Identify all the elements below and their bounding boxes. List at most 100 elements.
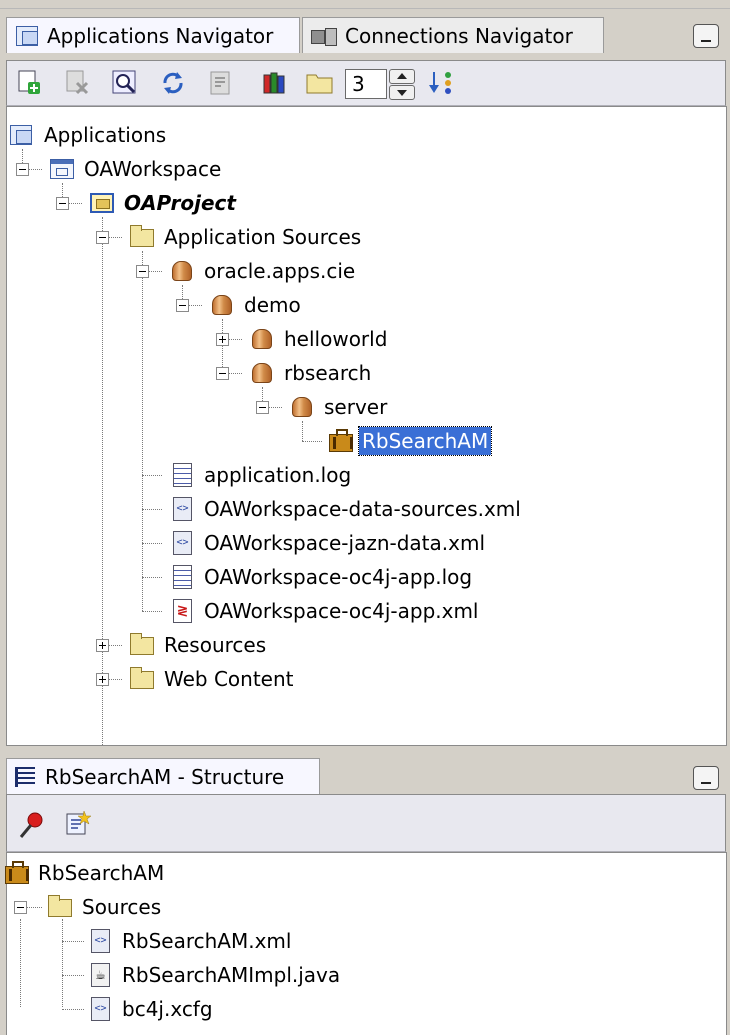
sort-icon[interactable] [427,69,455,97]
oc4j-xml-icon: ≷ [169,598,195,624]
structure-toolbar [6,794,726,852]
structure-tree-panel: RbSearchAM Sources <> RbSearchAM.xml ☕ R… [3,852,727,1035]
find-icon[interactable] [111,69,139,97]
tree-line [262,387,263,407]
collapse-toggle[interactable] [136,265,149,278]
xml-file-icon: <> [169,530,195,556]
tree-node-package[interactable]: oracle.apps.cie [169,254,358,288]
tree-node-application-sources[interactable]: Application Sources [129,220,364,254]
structure-node-root[interactable]: RbSearchAM [3,856,167,890]
tab-label: Applications Navigator [47,23,274,48]
tab-applications-navigator[interactable]: Applications Navigator [6,17,300,53]
tree-line [62,183,63,203]
tree-line [148,271,162,272]
collapse-toggle[interactable] [56,197,69,210]
structure-node-sources[interactable]: Sources [47,890,164,924]
collapse-toggle[interactable] [16,163,29,176]
tree-node-file[interactable]: ≷ OAWorkspace-oc4j-app.xml [169,594,482,628]
tree-line [228,339,242,340]
node-label: OAWorkspace-oc4j-app.log [204,565,473,589]
node-label: RbSearchAMImpl.java [122,963,341,987]
tree-node-package[interactable]: rbsearch [249,356,374,390]
tree-line [142,543,162,544]
expand-toggle[interactable] [96,639,109,652]
structure-node-file[interactable]: ☕ RbSearchAMImpl.java [87,958,343,992]
tree-line [222,319,223,373]
node-label: helloworld [284,327,388,351]
tree-line [302,441,322,442]
tree-node-project[interactable]: OAProject [89,186,239,220]
tab-connections-navigator[interactable]: Connections Navigator [302,17,604,53]
remove-icon[interactable] [63,69,91,97]
structure-node-file[interactable]: <> bc4j.xcfg [87,992,216,1026]
tree-line [142,577,162,578]
structure-node-file[interactable]: <> RbSearchAM.xml [87,924,294,958]
node-label: RbSearchAM.xml [122,929,292,953]
expand-toggle[interactable] [216,333,229,346]
tree-line [142,475,162,476]
node-label: application.log [204,463,352,487]
folder-icon [47,894,73,920]
tree-node-resources[interactable]: Resources [129,628,269,662]
expand-toggle[interactable] [96,673,109,686]
tree-node-package[interactable]: demo [209,288,304,322]
package-icon [249,326,275,352]
node-label: demo [244,293,301,317]
tree-line [22,149,23,169]
tree-line [108,645,122,646]
tree-node-web-content[interactable]: Web Content [129,662,297,696]
collapse-toggle[interactable] [176,299,189,312]
tree-node-file[interactable]: OAWorkspace-oc4j-app.log [169,560,475,594]
folder-icon [129,666,155,692]
tab-label: RbSearchAM - Structure [45,764,285,789]
xml-file-icon: <> [169,496,195,522]
applications-navigator-icon [15,23,43,49]
tree-line [28,169,42,170]
level-down-button[interactable] [389,85,415,100]
xml-file-icon: <> [87,996,113,1022]
tree-node-package[interactable]: helloworld [249,322,390,356]
tree-node-file[interactable]: application.log [169,458,354,492]
pin-icon[interactable] [17,811,45,839]
tree-node-applications[interactable]: Applications [9,118,169,152]
folder-icon[interactable] [305,69,333,97]
minimize-structure-button[interactable] [693,766,719,790]
node-label: OAWorkspace-oc4j-app.xml [204,599,479,623]
log-file-icon [169,564,195,590]
xml-file-icon: <> [87,928,113,954]
tree-node-package[interactable]: server [289,390,390,424]
level-stepper[interactable]: 3 [345,67,419,101]
refresh-icon[interactable] [159,69,187,97]
node-label: server [324,395,388,419]
level-up-button[interactable] [389,69,415,84]
library-icon[interactable] [261,69,289,97]
minimize-navigator-button[interactable] [693,24,719,48]
tree-line [68,203,82,204]
tree-node-file[interactable]: <> OAWorkspace-data-sources.xml [169,492,524,526]
tab-structure[interactable]: RbSearchAM - Structure [6,758,320,794]
package-icon [209,292,235,318]
tree-line [182,285,183,305]
properties-icon[interactable] [207,69,235,97]
project-icon [89,190,115,216]
node-label: OAWorkspace-data-sources.xml [204,497,521,521]
node-label: OAWorkspace [84,157,222,181]
tree-node-file[interactable]: <> OAWorkspace-jazn-data.xml [169,526,488,560]
tree-node-workspace[interactable]: OAWorkspace [49,152,224,186]
new-structure-icon[interactable] [63,809,92,837]
top-separator [0,8,730,9]
tree-line [102,217,103,787]
collapse-toggle[interactable] [216,367,229,380]
new-application-icon[interactable] [15,69,43,97]
briefcase-icon [3,860,29,886]
package-icon [249,360,275,386]
level-value[interactable]: 3 [345,69,387,99]
package-icon [289,394,315,420]
collapse-toggle[interactable] [96,231,109,244]
tree-node-application-module[interactable]: RbSearchAM [327,424,493,458]
collapse-toggle[interactable] [256,401,269,414]
collapse-toggle[interactable] [14,901,27,914]
tree-line [62,975,84,976]
structure-tabbar: RbSearchAM - Structure [0,746,730,794]
tree-line [108,237,122,238]
